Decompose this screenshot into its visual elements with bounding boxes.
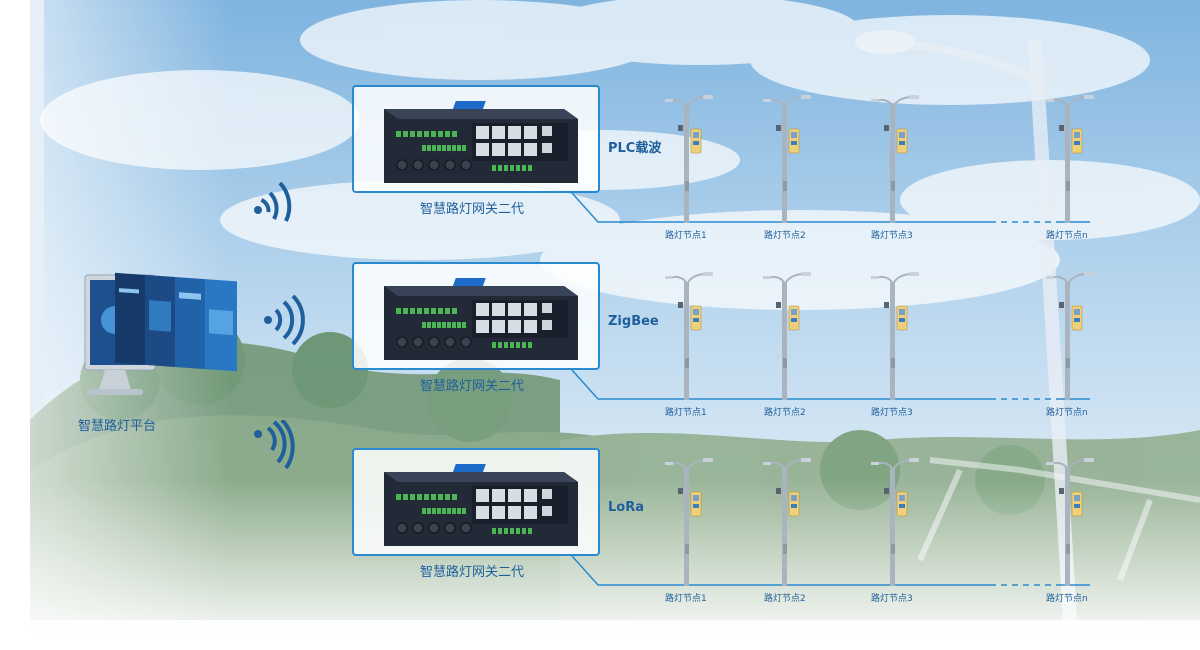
street-light-pole-icon	[763, 272, 811, 400]
street-light-pole-icon	[871, 272, 919, 400]
platform-monitor-illustration	[84, 272, 237, 395]
bus-connection-line	[571, 555, 1090, 586]
gateway-box	[352, 448, 600, 556]
gateway-box	[352, 85, 600, 193]
protocol-label: ZigBee	[608, 314, 659, 329]
light-node-label: 路灯节点3	[871, 594, 913, 604]
street-light-pole-icon	[665, 95, 713, 223]
protocol-label: LoRa	[608, 500, 644, 515]
gateway-label: 智慧路灯网关二代	[420, 379, 525, 394]
gateway-box	[352, 262, 600, 370]
street-light-pole-icon	[763, 458, 811, 586]
street-light-pole-icon	[665, 272, 713, 400]
light-node-label: 路灯节点3	[871, 231, 913, 241]
street-light-pole-icon	[871, 458, 919, 586]
protocol-label: PLC载波	[608, 141, 662, 156]
light-node-label: 路灯节点n	[1046, 594, 1088, 604]
light-node-label: 路灯节点n	[1046, 231, 1088, 241]
street-light-pole-icon	[1046, 95, 1094, 223]
light-node-label: 路灯节点1	[665, 594, 707, 604]
light-node-label: 路灯节点2	[764, 408, 806, 418]
street-light-pole-icon	[1046, 458, 1094, 586]
light-node-label: 路灯节点2	[764, 594, 806, 604]
bus-connection-line	[571, 369, 1090, 400]
light-node-label: 路灯节点1	[665, 231, 707, 241]
street-light-pole-icon	[763, 95, 811, 223]
gateway-label: 智慧路灯网关二代	[420, 565, 525, 580]
street-light-pole-icon	[665, 458, 713, 586]
wireless-signal-icon	[254, 181, 292, 222]
street-light-pole-icon	[871, 95, 919, 223]
gateway-device-image	[384, 464, 578, 546]
light-node-label: 路灯节点n	[1046, 408, 1088, 418]
gateway-device-image	[384, 101, 578, 183]
light-node-label: 路灯节点1	[665, 408, 707, 418]
wireless-signal-icon	[254, 420, 295, 470]
wireless-signal-icon	[264, 295, 305, 345]
light-node-label: 路灯节点3	[871, 408, 913, 418]
platform-label: 智慧路灯平台	[78, 419, 157, 434]
street-light-pole-icon	[1046, 272, 1094, 400]
bus-connection-line	[571, 192, 1090, 223]
gateway-device-image	[384, 278, 578, 360]
light-node-label: 路灯节点2	[764, 231, 806, 241]
gateway-label: 智慧路灯网关二代	[420, 202, 525, 217]
